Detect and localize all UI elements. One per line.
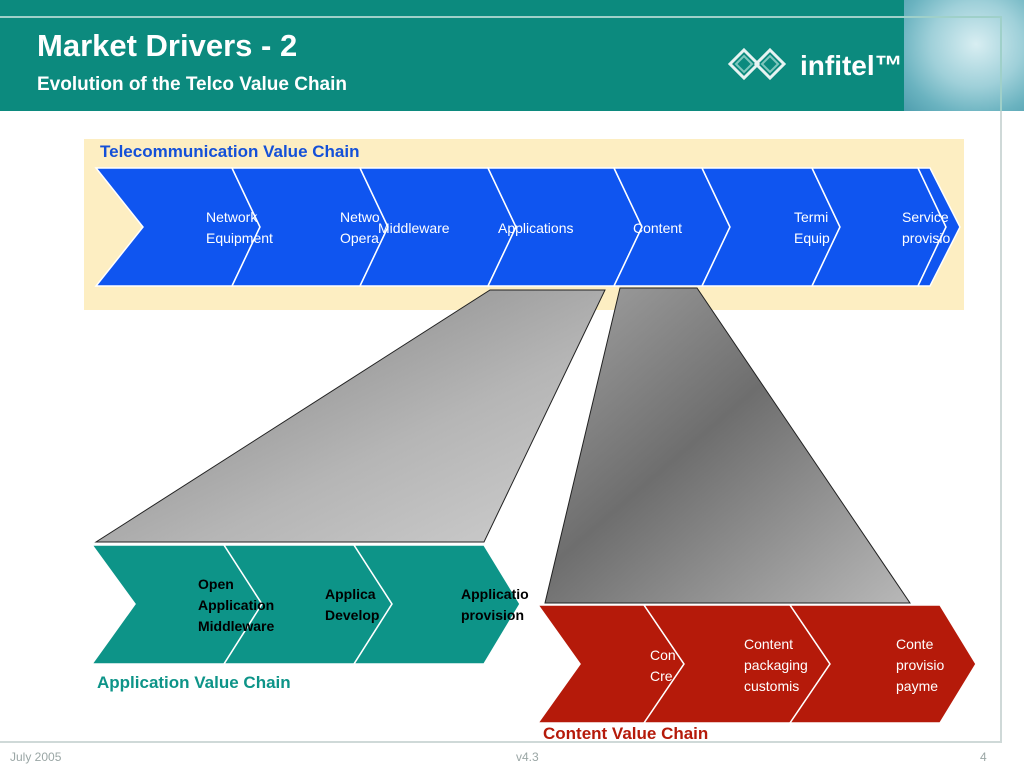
content-chain [536,604,977,724]
logo-mark-icon [727,47,787,81]
telecom-stage-8-line1: Service [902,209,949,225]
infitel-logo: infitel™ [724,40,924,96]
content-stage-3 [788,604,977,724]
content-stage-1-line1: Con [650,647,676,663]
application-stage-3-line1: Applicatio [461,586,529,602]
logo-text: infitel™ [800,50,903,81]
telecom-stage-4-line1: Applications [498,220,574,236]
content-stage-3-line3: payme [896,678,938,694]
page-title: Market Drivers - 2 [37,28,298,63]
content-funnel [544,287,911,604]
content-stage-2-line3: customis [744,678,799,694]
telecom-stage-8 [916,167,961,287]
header-divider-vertical [1000,16,1002,111]
content-stage-2-line2: packaging [744,657,808,673]
application-stage-3-line2: provision [461,607,524,623]
telecom-stage-5-line1: Content [633,220,682,236]
telecom-stage-1-line1: Network [206,209,258,225]
application-stage-3 [352,544,521,665]
header-divider [0,16,1000,18]
telecom-stage-7-line2: Equip [794,230,830,246]
footer-page-number: 4 [980,750,987,764]
content-stage-2-line1: Content [744,636,793,652]
telecom-chain [94,167,961,287]
application-stage-2-line2: Develop [325,607,379,623]
telecom-stage-7-line1: Termi [794,209,828,225]
telecom-stage-3-line1: Middleware [378,220,450,236]
content-stage-1-line2: Cre [650,668,673,684]
application-chain [90,544,521,665]
application-chain-title: Application Value Chain [97,673,291,692]
telecom-chain-title: Telecommunication Value Chain [100,142,360,161]
telecom-stage-8-line2: provisio [902,230,950,246]
telecom-stage-2-line1: Netwo [340,209,380,225]
content-stage-3-line2: provisio [896,657,944,673]
application-stage-1-line3: Middleware [198,618,274,634]
footer-date: July 2005 [10,750,62,764]
water-image [904,0,1024,111]
telecom-stage-1 [94,167,261,287]
telecom-stage-2-line2: Opera [340,230,379,246]
slide-frame-bottom [0,741,1002,743]
application-stage-1-line1: Open [198,576,234,592]
content-chain-title: Content Value Chain [543,724,709,743]
page-subtitle: Evolution of the Telco Value Chain [37,74,348,95]
telecom-stage-1-line2: Equipment [206,230,273,246]
application-stage-2-line1: Applica [325,586,376,602]
content-stage-3-line1: Conte [896,636,934,652]
application-stage-1-line2: Application [198,597,274,613]
application-funnel [94,289,606,543]
footer-version: v4.3 [516,750,539,764]
header-band: Market Drivers - 2 Evolution of the Telc… [0,0,1024,111]
slide-frame-right [1000,111,1002,743]
